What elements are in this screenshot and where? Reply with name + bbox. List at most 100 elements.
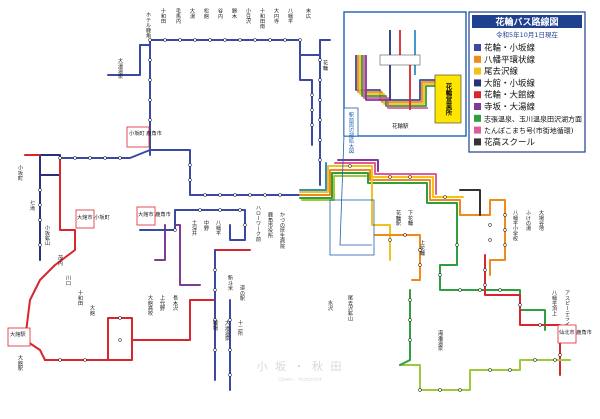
route-purple-2 [154, 224, 166, 261]
stop-markers [38, 38, 562, 392]
callout-odate-kosaka: 大館市 小坂町 [75, 209, 110, 229]
stop-label-bottom: 大館駅 [17, 354, 23, 372]
route-red-hachimantai [484, 254, 561, 376]
stop-label-top: 末広 [305, 7, 311, 20]
callout-text: 大館市 小坂町 [77, 213, 110, 221]
bus-stop-marker [58, 358, 62, 362]
stop-label-top: 花輪 [322, 59, 328, 72]
bus-stop-marker [438, 273, 442, 277]
stop-label-right: 八幡平小学校 [512, 210, 518, 243]
stop-label-top: 十和田 [160, 7, 166, 25]
bus-stop-marker [203, 193, 207, 197]
bus-stop-marker [213, 348, 217, 352]
bus-stop-marker [503, 213, 507, 217]
bus-stop-marker [310, 93, 314, 97]
stop-label-center: 中野 [203, 219, 209, 231]
route-navy-left-loop [39, 154, 61, 176]
bus-stop-marker [193, 38, 197, 42]
stop-labels-top: 大湯温泉ホテル鹿角十和田毛馬内大湯松館谷内錦木小豆沢十和田南大円寺八幡平末広花輪 [117, 7, 328, 80]
bus-stop-marker [418, 248, 422, 252]
bus-stop-marker [478, 288, 482, 292]
route-cyan-trunk [299, 162, 327, 191]
stop-label-center: ハローワーク前 [255, 205, 261, 243]
stop-label-bottom: 陣場 [212, 319, 218, 332]
stop-label-left: 七滝 [29, 199, 35, 212]
bus-stop-marker [253, 38, 257, 42]
bus-stop-marker [218, 208, 222, 212]
legend-label: たんぽこまち号(市街地循環) [484, 126, 574, 135]
stop-label-bottom: 湯瀬温泉 [437, 329, 443, 352]
bus-stop-marker [228, 373, 232, 377]
legend: 花輪バス路線図 令和5年10月1日現在 花輪・小坂線八幡平環状線尾去沢線大館・小… [468, 11, 586, 153]
bus-stop-marker [483, 283, 487, 287]
legend-swatch [474, 44, 481, 51]
callout-text: 小坂町 鹿角市 [129, 129, 162, 137]
route-yellow-osarizawa [371, 176, 391, 261]
stop-label-bottom: 大館高校 [147, 294, 153, 318]
bus-stop-marker [83, 358, 87, 362]
stop-label-bottom: 十二所 [237, 319, 243, 337]
stop-label-top: ホテル鹿角 [145, 12, 151, 40]
stop-label-right: 大場谷地 [538, 209, 544, 232]
bus-stop-marker [318, 78, 322, 82]
bus-stop-marker [418, 388, 422, 392]
bus-stop-marker [503, 243, 507, 247]
bus-stop-marker [508, 368, 512, 372]
bus-stop-marker [438, 388, 442, 392]
route-purple-trunk [337, 159, 379, 172]
legend-label: 八幡平環状線 [484, 54, 536, 65]
callout-text: 仙北市 鹿角市 [559, 328, 592, 336]
bus-stop-marker [298, 38, 302, 42]
route-yellow-trunk [299, 165, 464, 198]
route-green-lower [399, 289, 411, 366]
bus-stop-marker [88, 156, 92, 160]
stop-label-left: 小坂町 [17, 164, 23, 181]
stop-label-top: 錦木 [231, 7, 237, 20]
stop-label-top: 毛馬内 [175, 7, 181, 25]
odate-station-box: 大館駅 [7, 327, 31, 347]
stop-label-bottom: 尾去沢鉱山 [347, 295, 353, 323]
route-orange-south [374, 234, 421, 281]
legend-label: 花高スクール [484, 137, 536, 148]
bus-stop-marker [268, 38, 272, 42]
bus-stop-marker [233, 193, 237, 197]
inset-caption-text: 駅前周辺部拡大図 [348, 112, 354, 155]
route-red-main [24, 154, 76, 361]
bus-stop-marker [263, 193, 267, 197]
route-lime-bottom [399, 359, 571, 391]
route-navy-upper-right [299, 39, 313, 146]
stop-label-bottom: 上代野 [159, 294, 165, 311]
odate-station-label: 大館駅 [10, 330, 26, 338]
stop-label-center: 道の駅 [239, 284, 245, 302]
inset-caption: 駅前周辺部拡大図 [343, 107, 359, 155]
legend-label: 寺坂・大湯線 [484, 102, 536, 113]
bus-stop-marker [238, 208, 242, 212]
stop-label-center: かづの厚生病院 [279, 212, 285, 250]
bus-stop-marker [178, 38, 182, 42]
bus-stop-marker [223, 38, 227, 42]
bus-stop-marker [38, 203, 42, 207]
legend-swatch [474, 55, 481, 63]
stop-label-top: 小豆沢 [245, 7, 251, 25]
legend-swatch [474, 138, 481, 146]
route-red-box [107, 317, 133, 361]
bus-stop-marker [118, 338, 122, 342]
bus-stop-marker [455, 243, 459, 247]
stop-labels-center: ハローワーク前鹿角市役所かづの厚生病院土深井中野八幡平新斗米道の駅 [191, 205, 285, 302]
legend-title: 花輪バス路線図 [495, 16, 558, 28]
bus-stop-marker [278, 193, 282, 197]
stop-label-bottom: 長木沢 [172, 295, 178, 312]
bus-stop-marker [238, 38, 242, 42]
bus-stop-marker [213, 268, 217, 272]
bus-stop-marker [408, 338, 412, 342]
stop-label-right: 上花輪 [419, 239, 425, 257]
bus-stop-marker [188, 163, 192, 167]
bus-stop-marker [213, 288, 217, 292]
stop-label-top: 大円寺 [273, 7, 279, 24]
bus-stop-marker [388, 238, 392, 242]
inset-leader [339, 134, 372, 246]
legend-items: 花輪・小坂線八幡平環状線尾去沢線大館・小坂線花輪・大館線寺坂・大湯線志張温泉、玉… [474, 43, 582, 148]
stop-label-right: 花輪駅 [395, 209, 401, 227]
